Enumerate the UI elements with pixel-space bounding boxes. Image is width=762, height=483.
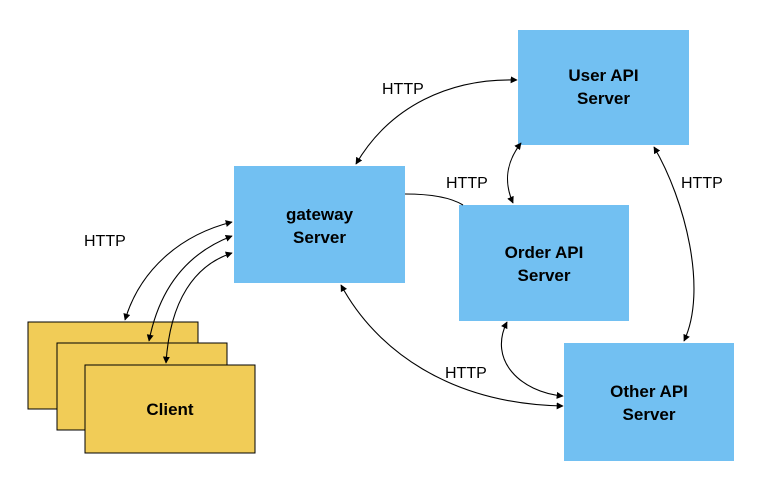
other-api-server-label-line2: Server bbox=[623, 405, 676, 424]
order-api-server-label-line2: Server bbox=[518, 266, 571, 285]
edge-label-gateway-order: HTTP bbox=[446, 175, 488, 192]
client-box-front bbox=[84, 364, 256, 454]
user-api-server-box bbox=[518, 30, 689, 145]
edge-label-gateway-user: HTTP bbox=[382, 81, 424, 98]
gateway-server-label-line1: gateway bbox=[286, 205, 354, 224]
edge-label-client-gateway: HTTP bbox=[84, 233, 126, 250]
user-api-server-label-line2: Server bbox=[577, 89, 630, 108]
edge-label-user-other: HTTP bbox=[681, 175, 723, 192]
edge-order-other bbox=[501, 321, 564, 399]
edge-client-gateway-3 bbox=[162, 251, 233, 364]
edge-user-other bbox=[653, 146, 695, 342]
edge-label-gateway-other: HTTP bbox=[445, 365, 487, 382]
edge-gateway-other bbox=[340, 284, 564, 410]
other-api-server-box bbox=[564, 343, 734, 461]
edge-user-order bbox=[506, 142, 522, 204]
edge-gateway-user bbox=[355, 76, 518, 165]
edge-gateway-order bbox=[404, 193, 464, 206]
client-label: Client bbox=[146, 400, 194, 419]
user-api-server-label-line1: User API bbox=[568, 66, 638, 85]
gateway-server-box bbox=[234, 166, 405, 283]
other-api-server-label-line1: Other API bbox=[610, 382, 688, 401]
order-api-server-label-line1: Order API bbox=[505, 243, 584, 262]
order-api-server-box bbox=[459, 205, 629, 321]
gateway-server-label-line2: Server bbox=[293, 228, 346, 247]
